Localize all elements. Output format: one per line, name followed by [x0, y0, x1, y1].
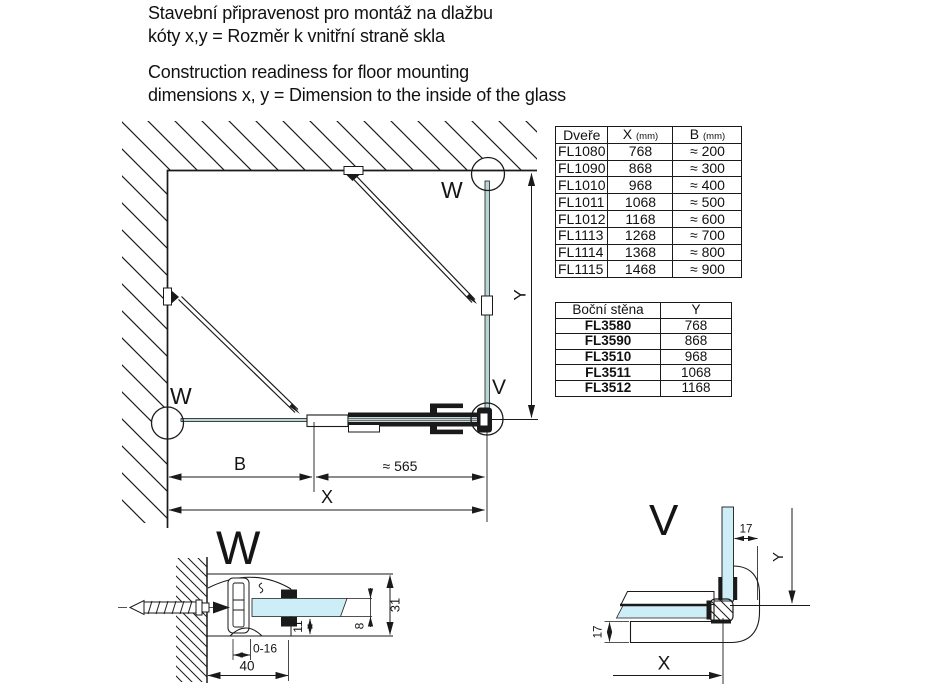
header-czech-line1: Stavební připravenost pro montáž na dlaž… [148, 3, 493, 23]
dim-label-8: 8 [353, 622, 367, 629]
door-swing-line-1 [349, 171, 476, 303]
label-w-left: W [170, 383, 192, 409]
door-top-profile [620, 591, 715, 605]
doors-table-header-row: Dveře X (mm) B (mm) [554, 126, 743, 144]
doors-col-model: Dveře [554, 126, 609, 144]
door-swing-line-2 [178, 296, 299, 413]
dim-label-31: 31 [388, 598, 403, 612]
glass-cross-section [251, 598, 348, 617]
door-glass [347, 417, 487, 422]
detail-w-drawing: W 31 8 11 0-16 40 [118, 521, 403, 683]
profile-cover-curve [207, 576, 292, 590]
wall-hatch [176, 558, 207, 682]
header-english-line1: Construction readiness for floor mountin… [148, 62, 469, 82]
label-w-top: W [441, 177, 463, 203]
header-czech: Stavební připravenost pro montáž na dlaž… [148, 2, 493, 47]
dim-label-17-top: 17 [740, 524, 753, 536]
wall-hatch-top [122, 121, 537, 170]
gasket-top [281, 589, 297, 598]
header-czech-line2: kóty x,y = Rozměr k vnitřní straně skla [148, 25, 445, 46]
detail-v-drawing: V 17 Y 17 X [593, 496, 810, 684]
dim-label-b: B [234, 454, 246, 474]
dim-label-x: X [321, 487, 333, 507]
side-col-y: Y [660, 302, 732, 319]
gasket-bottom [281, 617, 297, 627]
dim-label-y: Y [770, 552, 787, 562]
label-v: V [492, 376, 506, 399]
plan-view-drawing: W W V B ≈ 565 X Y [122, 121, 538, 528]
door-lower-fitting [348, 424, 380, 433]
dim-label-40: 40 [239, 659, 254, 674]
dim-label-565: ≈ 565 [383, 458, 418, 474]
spring-symbol [258, 582, 264, 594]
top-pivot-bracket [343, 166, 364, 175]
door-fixed-glass [180, 418, 308, 422]
door-glass-section [615, 605, 710, 619]
side-glass-section [721, 506, 734, 602]
detail-v-title: V [649, 496, 679, 545]
dim-label-11: 11 [291, 620, 305, 633]
dim-label-0-16: 0-16 [253, 642, 277, 656]
screw-tip [128, 599, 145, 616]
detail-marker-w-top [470, 156, 506, 192]
dim-label-17-left: 17 [593, 626, 605, 639]
header-english: Construction readiness for floor mountin… [148, 61, 566, 106]
left-pivot-bracket [163, 287, 172, 306]
wall-outline [166, 169, 537, 528]
doors-col-x: X (mm) [607, 126, 674, 144]
glass-connector-bracket [481, 295, 493, 316]
dim-label-x: X [658, 654, 671, 675]
wall-hatch-left [122, 170, 167, 523]
detail-marker-v [470, 402, 504, 436]
door-pivot-fitting [306, 414, 349, 428]
dim-label-y: Y [511, 289, 530, 300]
side-col-model: Boční stěna [555, 302, 661, 319]
hinge-block [708, 598, 734, 623]
header-english-line2: dimensions x, y = Dimension to the insid… [148, 84, 566, 105]
screw-shaft [143, 601, 197, 614]
door-handle [430, 403, 463, 409]
side-table-header-row: Boční stěna Y [555, 302, 732, 319]
doors-col-b: B (mm) [672, 126, 743, 144]
detail-marker-w-left [150, 406, 185, 440]
detail-w-title: W [216, 521, 261, 574]
